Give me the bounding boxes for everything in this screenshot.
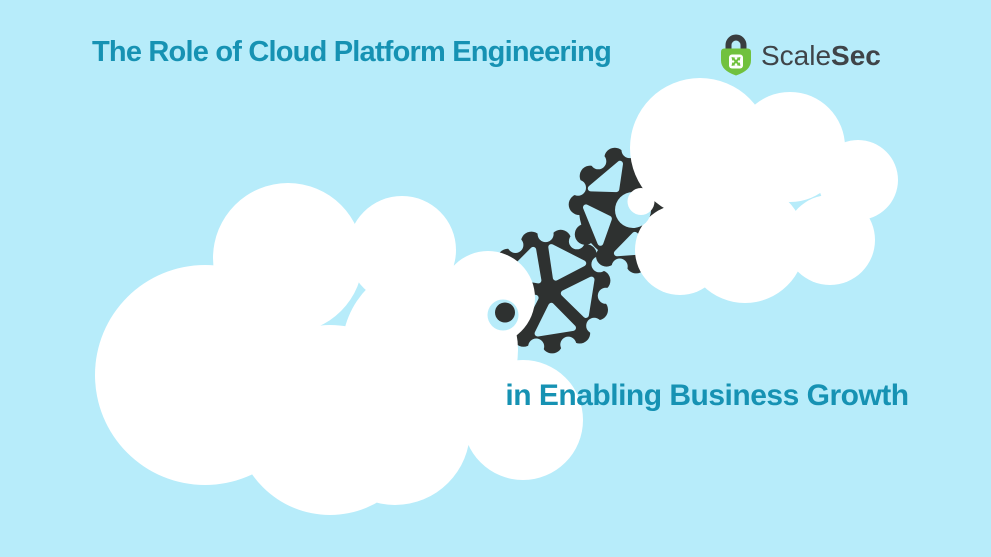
page-title: The Role of Cloud Platform Engineering — [92, 36, 612, 68]
page-subtitle: in Enabling Business Growth — [505, 379, 909, 412]
gear-cloud-interlock — [487, 188, 655, 331]
shackle — [725, 34, 747, 52]
padlock-shield-icon — [716, 30, 756, 82]
scalesec-logo: ScaleSec — [716, 30, 881, 82]
brand-name-regular: Scale — [761, 40, 832, 71]
cloud-icon — [630, 78, 898, 303]
cloud-icon — [95, 183, 583, 515]
brand-name: ScaleSec — [761, 40, 881, 72]
expand-arrows-icon — [731, 57, 741, 66]
brand-name-bold: Sec — [831, 40, 881, 71]
